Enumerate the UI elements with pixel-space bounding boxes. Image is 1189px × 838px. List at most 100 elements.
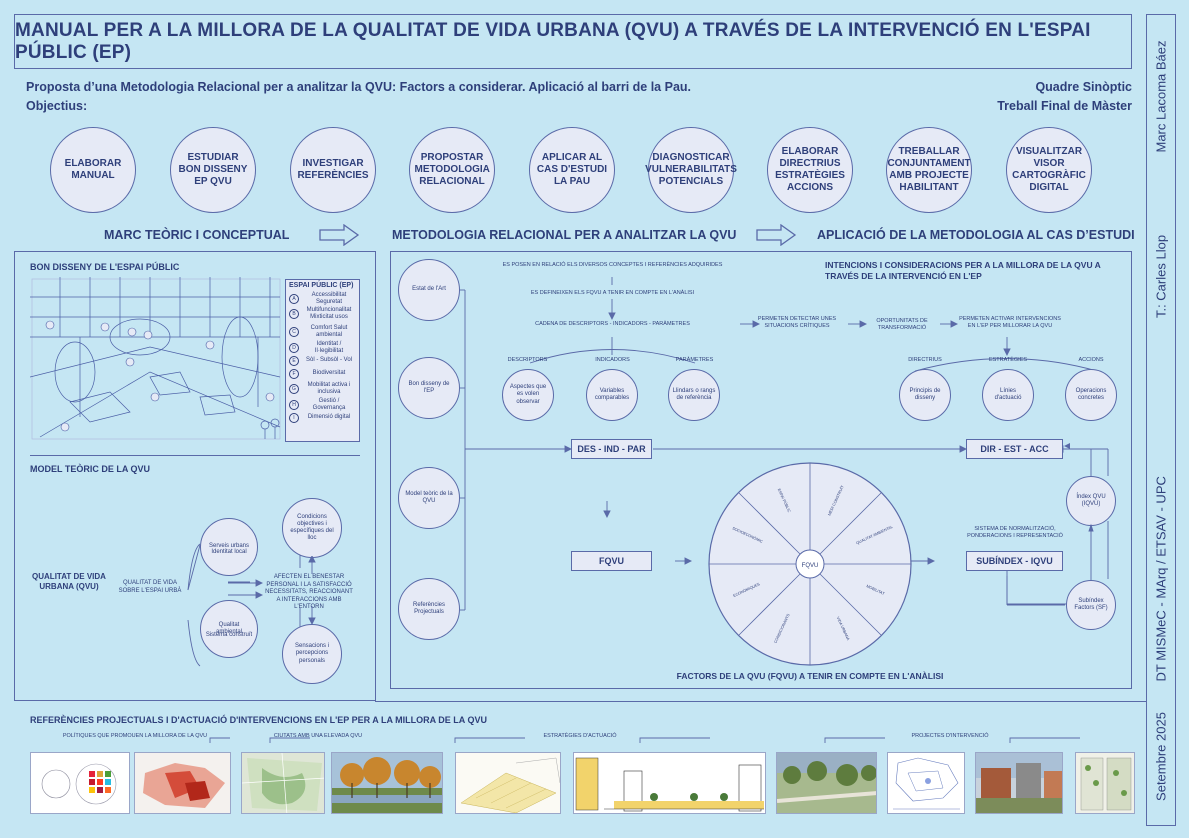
accions-circle: Operacions concretes [1065,369,1117,421]
sistema-text: Sistema construït [205,632,253,638]
dir-est-acc-box: DIR - EST - ACC [966,439,1063,459]
legend-text: Mobilitat activa i inclusiva [307,382,351,395]
wheel-caption: FACTORS DE LA QVU (FQVU) A TENIR EN COMP… [676,671,944,681]
legend-key: C [289,327,299,337]
qualitat-text: Qualitat ambiental [215,621,242,635]
afecten-text: AFECTEN EL BENESTAR PERSONAL I LA SATISF… [265,574,353,610]
refs-group-1: POLÍTIQUES QUE PROMOUEN LA MILLORA DE LA… [62,733,208,739]
legend-text: Biodiversitat [312,370,346,377]
condicions-circle: Condicions objectives i específiques del… [282,498,342,558]
arrow-right-icon [319,224,360,246]
method-panel [390,251,1132,689]
legend-key: I [289,412,299,423]
legend-text: Identitat / Il·legibilitat [314,340,344,354]
header-right-1: Quadre Sinòptic [1035,80,1132,94]
objective-circle: PROPOSTAR METODOLOGIA RELACIONAL [409,127,495,213]
legend-text: Comfort Salut ambiental [310,325,348,338]
objective-circle: ELABORAR MANUAL [50,127,136,213]
legend-text: Sòl - Subsòl - Vol [305,357,353,364]
descriptors-circle: Aspectes que es volen observar [502,369,554,421]
method-text-2: ES DEFINEIXEN ELS FQVU A TENIR EN COMPTE… [530,290,695,296]
header-right-2: Treball Final de Màster [997,99,1132,113]
reference-image [241,752,325,814]
page-title: MANUAL PER A LA MILLORA DE LA QUALITAT D… [15,19,1091,63]
estrategies-label: ESTRATÈGIES [988,357,1028,363]
vertical-arrows [308,556,316,626]
date: Setembre 2025 [1153,712,1169,801]
refs-group-3: ESTRATÈGIES D'ACTUACIÓ [543,733,617,739]
bon-disseny-title: BON DISSENY DE L'ESPAI PÚBLIC [30,262,180,272]
sensacions-text: Sensacions i percepcions personals [294,643,330,664]
divider [375,701,1146,702]
indicadors-label: INDICADORS [595,357,630,363]
model-arrows [228,579,264,599]
sensacions-circle: Sensacions i percepcions personals [282,624,342,684]
divider [30,455,360,456]
legend-key: D [289,342,299,353]
fqvu-wheel: MEDI CONSTRUÏT QUALITAT AMBIENTAL MOBILI… [708,462,912,666]
objective-circle: DIAGNOSTICAR VULNERABILITATS POTENCIALS [645,127,737,213]
tutor: T.: Carles Llop [1153,234,1169,319]
model-title: MODEL TEÒRIC DE LA QVU [30,464,151,474]
phase-3: APLICACIÓ DE LA METODOLOGIA AL CAS D’EST… [817,228,1135,242]
des-ind-par-box: DES - IND - PAR [571,439,652,459]
refs-brackets [209,737,1080,743]
oport-text: OPORTUNITATS DE TRANSFORMACIÓ [876,318,928,331]
parametres-label: PARÀMETRES [675,357,714,363]
objective-circle: ESTUDIAR BON DISSENY EP QVU [170,127,256,213]
arrow-left-icon [1064,443,1070,449]
legend-item: C Comfort Salut ambiental [289,323,356,341]
objective-circle: VISUALITZAR VISOR CARTOGRÀFIC DIGITAL [1006,127,1092,213]
method-text-3: CADENA DE DESCRIPTORS - INDICADORS - PAR… [535,321,690,327]
legend-item: D Identitat / Il·legibilitat [289,341,356,354]
reference-image [331,752,443,814]
subindex-box: SUBÍNDEX - IQVU [966,551,1063,571]
objective-circle: ELABORAR DIRECTRIUS ESTRATÈGIES ACCIONS [767,127,853,213]
reference-image [134,752,231,814]
identitat-text: Identitat local [211,549,247,555]
directrius-label: DIRECTRIUS [908,357,942,363]
reference-image [573,752,766,814]
phase-1: MARC TEÒRIC I CONCEPTUAL [104,228,290,242]
legend-item: F Biodiversitat [289,367,356,380]
qvu-sobre-label: QUALITAT DE VIDA SOBRE L'ESPAI URBÀ [118,580,182,594]
author: Marc Lacoma Báez [1153,40,1169,153]
left-panel [14,251,376,701]
wheel-center-label: FQVU [802,563,819,569]
iqvu-circle: Índex QVU (IQVU) [1066,476,1116,526]
qvu-label: QUALITAT DE VIDA URBANA (QVU) [32,572,106,591]
parametres-circle: Llindars o rangs de referència [668,369,720,421]
objective-circle: TREBALLAR CONJUNTAMENT AMB PROJECTE HABI… [886,127,972,213]
legend-key: A [289,293,299,304]
condicions-text: Condicions objectives i específiques del… [290,513,334,542]
subtitle: Proposta d’una Metodologia Relacional pe… [26,80,692,94]
qualitat-circle: Qualitat ambiental [200,600,258,658]
reference-image [887,752,965,814]
index-connectors [1006,448,1094,606]
subindex-circle: Subíndex Factors (SF) [1066,580,1116,630]
side-panel: Marc Lacoma Báez T.: Carles Llop DT MISM… [1146,14,1176,826]
phase-2: METODOLOGIA RELACIONAL PER A ANALITZAR L… [392,228,737,242]
public-space-sketch [30,277,281,440]
input-circle: Bon disseny de l'EP [398,357,460,419]
objective-circle: INVESTIGAR REFERÈNCIES [290,127,376,213]
objectives-label: Objectius: [26,99,88,113]
reference-image [776,752,877,814]
indicadors-circle: Variables comparables [586,369,638,421]
legend-key: F [289,368,299,379]
input-circle: Model teòric de la QVU [398,467,460,529]
activar-text: PERMETEN ACTIVAR INTERVENCIONS EN L'EP P… [959,316,1061,329]
refs-title: REFERÈNCIES PROJECTUALS I D'ACTUACIÓ D'I… [30,715,487,725]
fqvu-box: FQVU [571,551,652,571]
reference-image [30,752,130,814]
reference-image [1075,752,1135,814]
refs-group-2: CIUTATS AMB UNA ELEVADA QVU [273,733,363,739]
objective-circle: APLICAR AL CAS D'ESTUDI LA PAU [529,127,615,213]
descriptors-label: DESCRIPTORS [507,357,548,363]
